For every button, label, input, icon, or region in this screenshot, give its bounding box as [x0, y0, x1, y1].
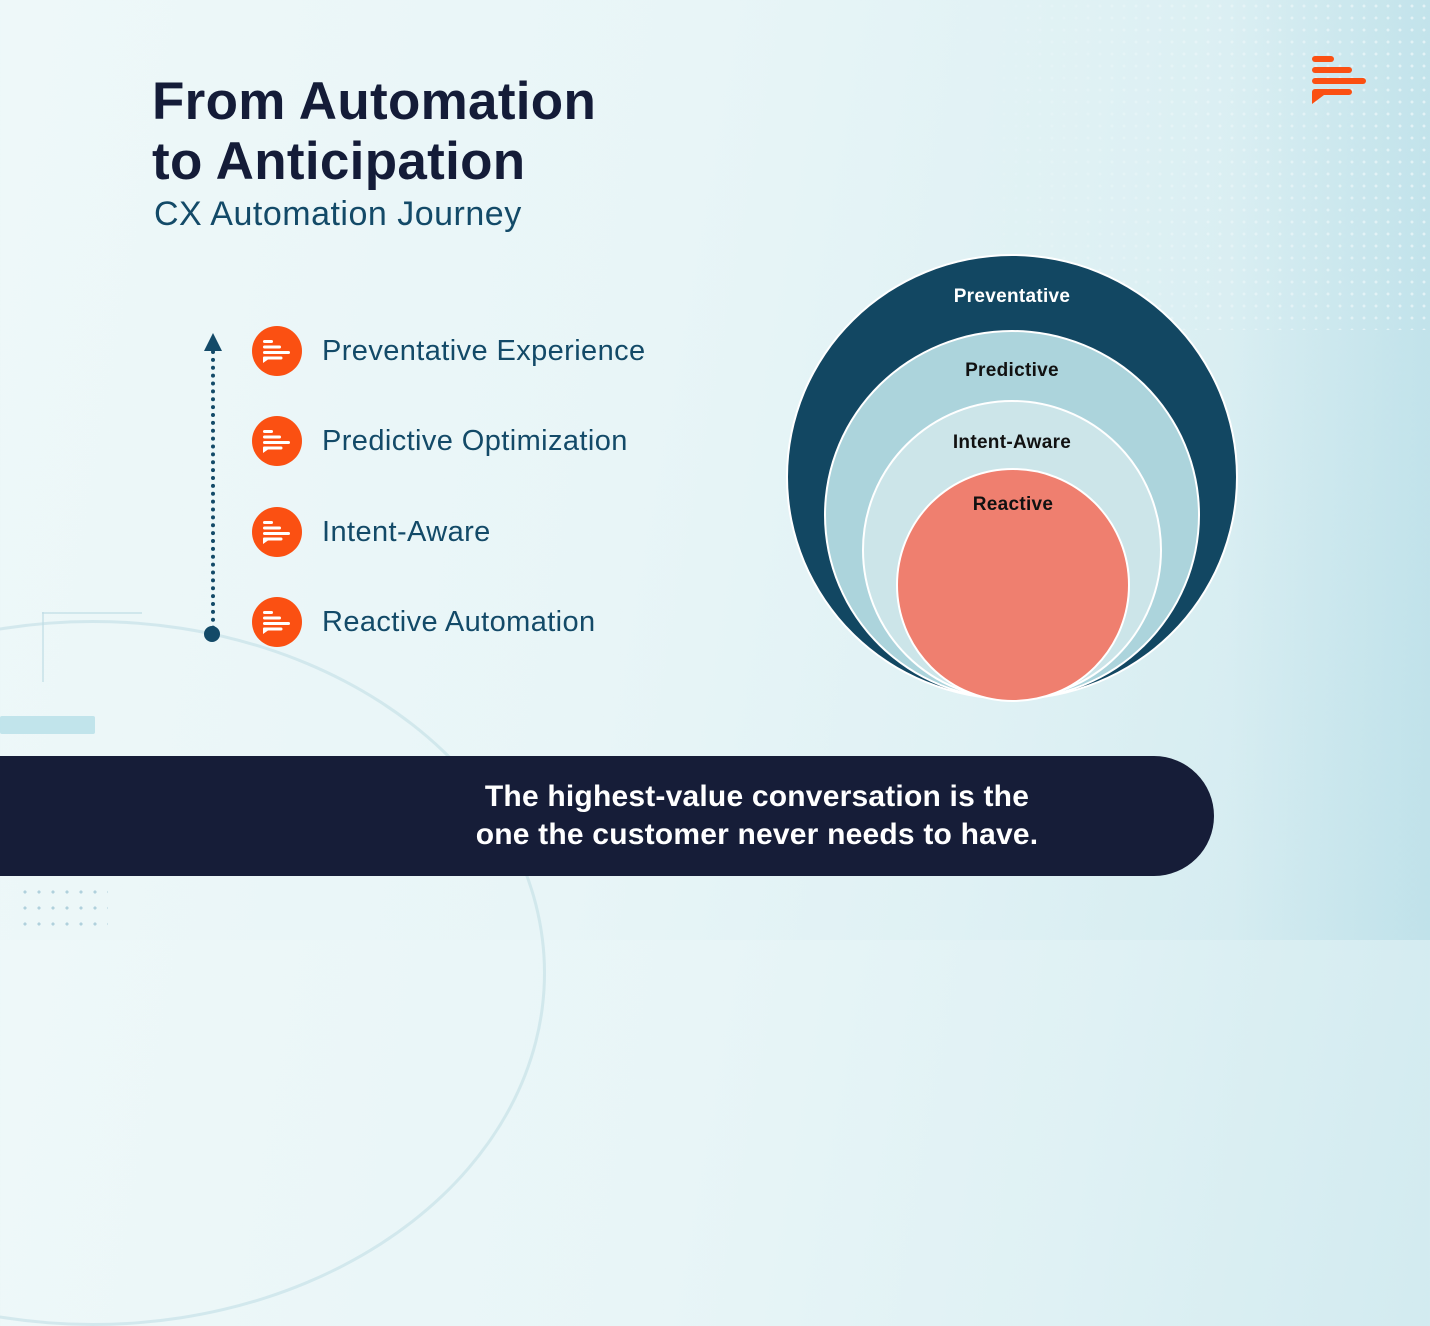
circle-label-preventative: Preventative — [953, 286, 1071, 307]
step-label: Reactive Automation — [322, 605, 596, 638]
timeline-start-dot — [204, 626, 220, 642]
title-line-1: From Automation — [152, 72, 597, 131]
chat-bars-icon — [252, 597, 302, 647]
timeline-step-intent-aware: Intent-Aware — [252, 507, 491, 557]
background-line — [42, 612, 142, 614]
circle-label-intent-aware: Intent-Aware — [952, 432, 1072, 453]
background-line — [42, 612, 44, 682]
chat-bars-icon — [1312, 56, 1366, 104]
chat-bars-icon — [252, 326, 302, 376]
circle-reactive: Reactive — [896, 468, 1130, 702]
nested-circles-diagram: Preventative Predictive Intent-Aware Rea… — [786, 254, 1238, 704]
arrow-up-icon — [204, 333, 222, 351]
step-label: Predictive Optimization — [322, 424, 628, 457]
timeline-step-reactive: Reactive Automation — [252, 597, 596, 647]
chat-bars-icon — [252, 416, 302, 466]
circle-label-reactive: Reactive — [972, 494, 1054, 515]
background-dot-grid — [18, 884, 108, 934]
circle-label-predictive: Predictive — [965, 360, 1059, 381]
title-line-2: to Anticipation — [152, 132, 526, 191]
chat-bars-icon — [252, 507, 302, 557]
step-label: Intent-Aware — [322, 515, 491, 548]
quote-line-2: one the customer never needs to have. — [475, 818, 1039, 851]
timeline-step-preventative: Preventative Experience — [252, 326, 646, 376]
background-bar — [0, 716, 95, 734]
timeline-axis — [211, 350, 215, 630]
quote-text: The highest-value conversation is the on… — [476, 778, 1039, 854]
quote-line-1: The highest-value conversation is the — [484, 780, 1030, 813]
quote-banner: The highest-value conversation is the on… — [0, 756, 1214, 876]
step-label: Preventative Experience — [322, 334, 646, 367]
page-subtitle: CX Automation Journey — [154, 195, 522, 233]
page-title: From Automation to Anticipation — [152, 72, 596, 192]
timeline-step-predictive: Predictive Optimization — [252, 416, 628, 466]
